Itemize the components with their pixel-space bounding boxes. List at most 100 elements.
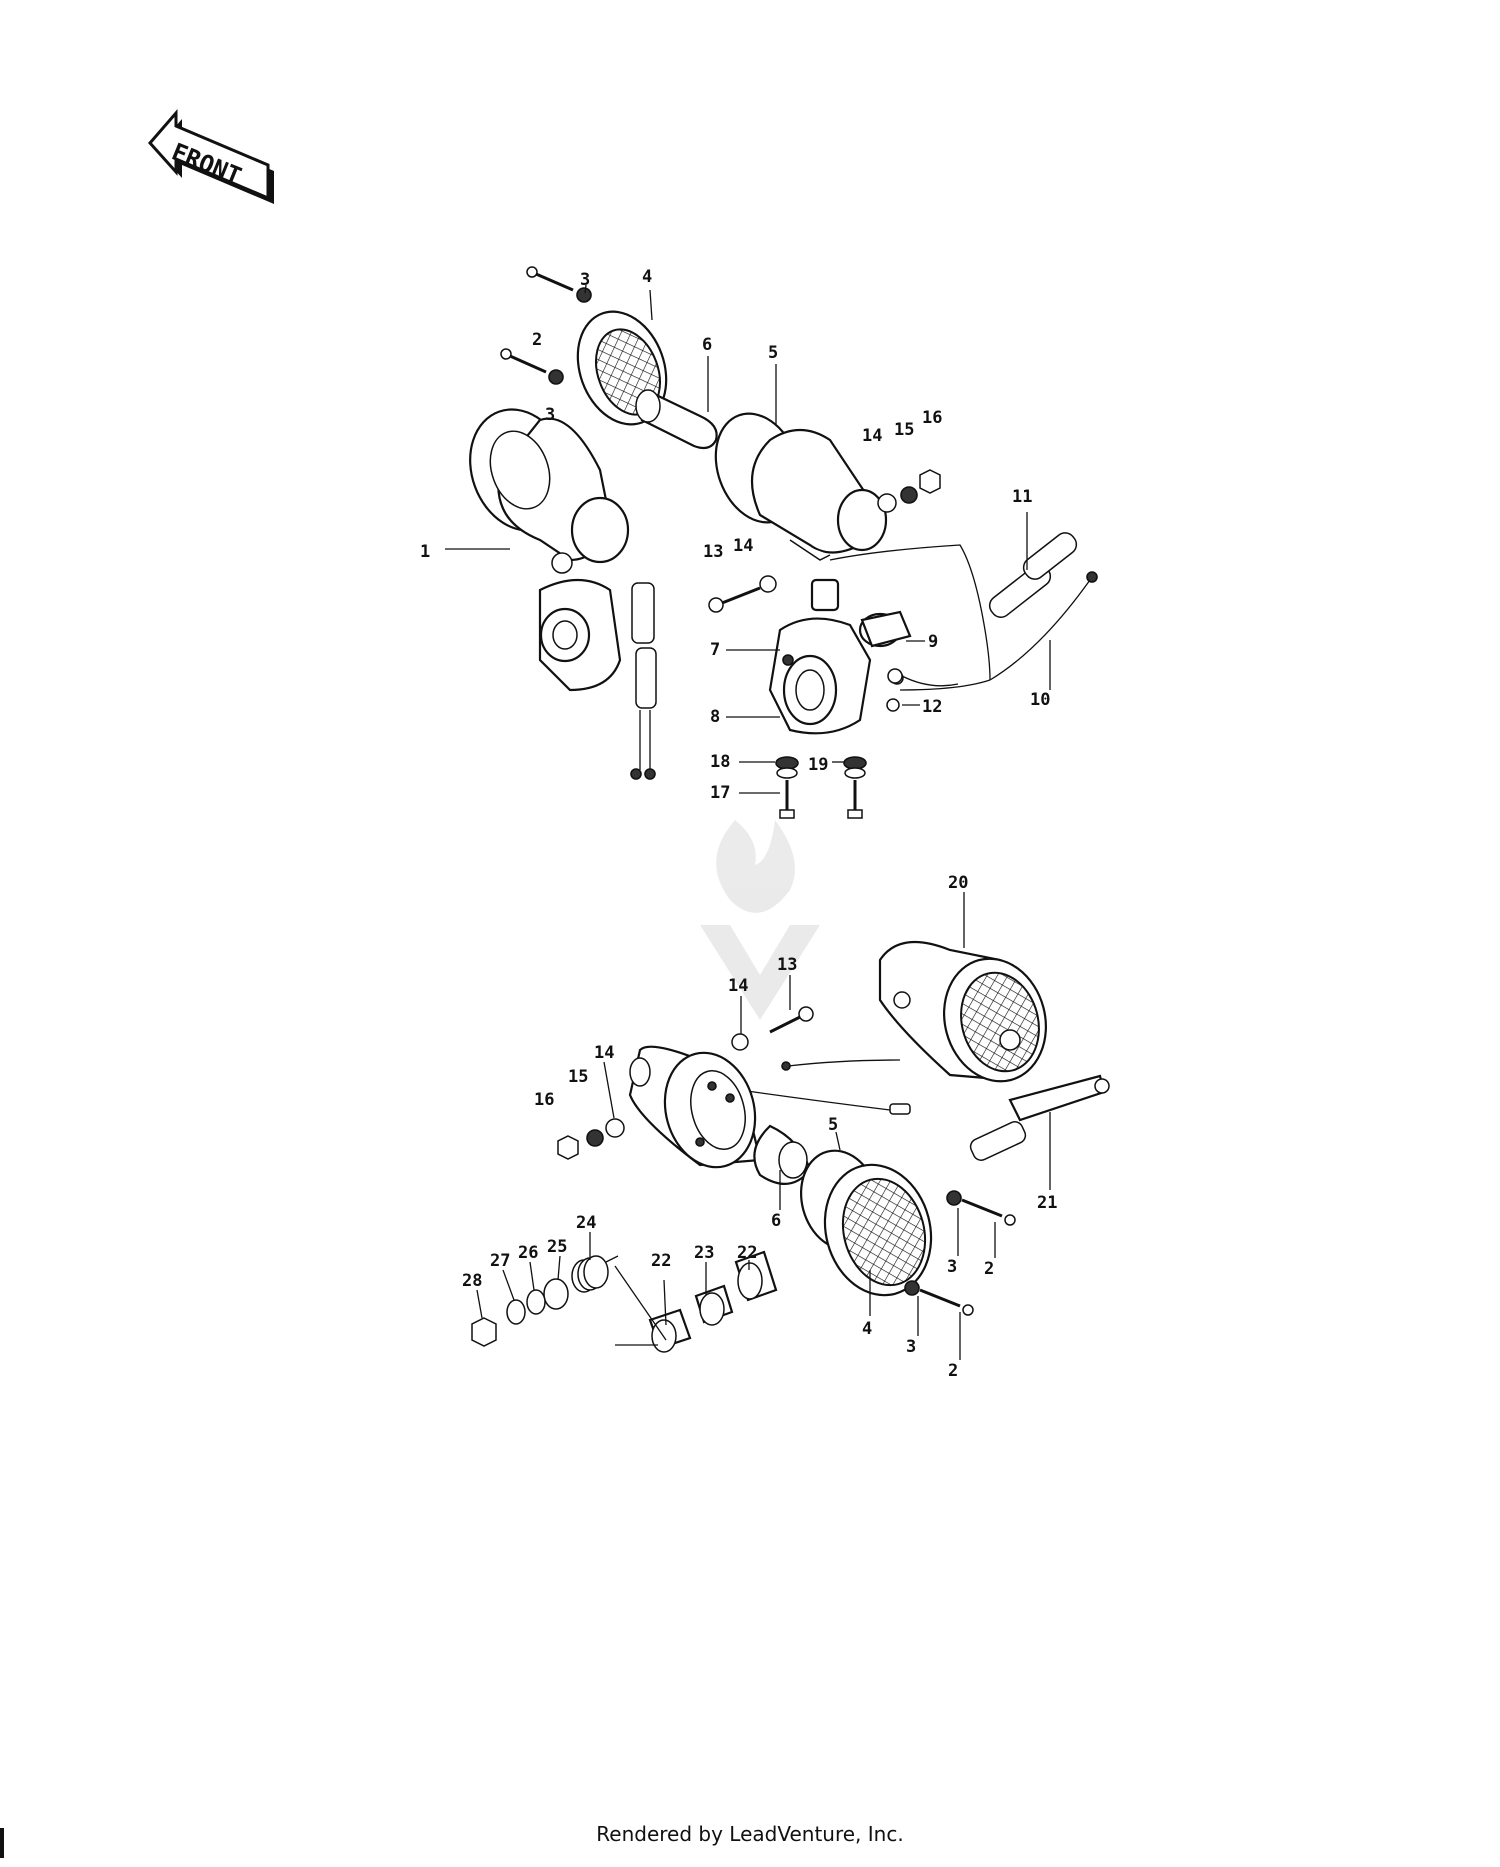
screw-icon — [847, 780, 863, 819]
bulb-icon — [753, 1124, 812, 1185]
screw-icon — [526, 266, 574, 292]
lock-washer-icon — [900, 486, 918, 504]
callout-24: 24 — [576, 1213, 596, 1233]
callout-25: 25 — [547, 1237, 567, 1257]
callout-2: 2 — [984, 1259, 994, 1279]
signal-wire — [829, 544, 991, 681]
callout-5: 5 — [828, 1115, 838, 1135]
washer-icon — [576, 287, 592, 303]
edge-mark — [0, 1828, 4, 1858]
callout-17: 17 — [710, 783, 730, 803]
mount-stud-icon — [969, 1074, 1110, 1161]
signal-wire — [739, 1089, 891, 1111]
front-arrow-icon: FRONT — [148, 108, 274, 204]
lens-icon — [576, 310, 668, 426]
bushing-icon — [694, 1284, 734, 1326]
mount-clamp-icon — [538, 552, 622, 692]
watermark-logo-icon — [700, 820, 820, 1020]
callout-11: 11 — [1012, 487, 1032, 507]
callout-10: 10 — [1030, 690, 1050, 710]
callout-8: 8 — [710, 707, 720, 727]
bushing-icon — [734, 1250, 778, 1302]
callout-14: 14 — [862, 426, 882, 446]
callout-15: 15 — [568, 1067, 588, 1087]
washer-icon — [877, 493, 897, 513]
wire-lead-icon — [989, 571, 1098, 681]
sleeve-icon — [858, 610, 912, 648]
screw-icon — [779, 780, 795, 819]
callout-21: 21 — [1037, 1193, 1057, 1213]
callout-3: 3 — [906, 1337, 916, 1357]
callout-28: 28 — [462, 1271, 482, 1291]
callout-4: 4 — [862, 1319, 872, 1339]
mount-bracket-icon — [768, 578, 872, 735]
footer-credit: Rendered by LeadVenture, Inc. — [596, 1822, 904, 1846]
callout-20: 20 — [948, 873, 968, 893]
upper-turn-signal-assembly: 3 4 2 3 6 5 14 15 16 11 1 13 14 7 9 10 8… — [420, 266, 1098, 819]
signal-housing-icon — [750, 429, 888, 561]
rear-signal-lamp-icon — [878, 940, 1047, 1083]
callout-9: 9 — [928, 632, 938, 652]
screw-icon — [769, 1006, 814, 1034]
washer-icon — [526, 1289, 546, 1315]
callout-3: 3 — [947, 1257, 957, 1277]
washer-icon — [731, 1033, 749, 1051]
washer-icon — [844, 767, 866, 779]
washer-icon — [543, 1278, 569, 1310]
lower-turn-signal-assembly: 20 13 14 14 15 16 5 21 6 24 25 26 22 23 … — [462, 873, 1110, 1381]
tube-icon — [988, 532, 1078, 618]
callout-23: 23 — [694, 1243, 714, 1263]
lens-icon — [823, 1163, 933, 1297]
callout-7: 7 — [710, 640, 720, 660]
signal-housing-icon — [628, 1045, 762, 1169]
washer-icon — [605, 1118, 625, 1138]
screw-icon — [708, 586, 761, 613]
washer-icon — [843, 756, 867, 770]
callout-18: 18 — [710, 752, 730, 772]
washer-icon — [776, 767, 798, 779]
bulb-icon — [635, 389, 718, 450]
callout-16: 16 — [922, 408, 942, 428]
wire-harness-icon — [630, 582, 657, 780]
callout-16: 16 — [534, 1090, 554, 1110]
spring-icon — [571, 1255, 619, 1293]
callout-13: 13 — [703, 542, 723, 562]
callout-3: 3 — [545, 405, 555, 425]
callout-22: 22 — [651, 1251, 671, 1271]
signal-wire — [787, 1059, 901, 1067]
washer-icon — [548, 369, 564, 385]
callout-15: 15 — [894, 420, 914, 440]
callout-6: 6 — [702, 335, 712, 355]
callout-4: 4 — [642, 267, 652, 287]
washer-icon — [506, 1299, 526, 1325]
callout-6: 6 — [771, 1211, 781, 1231]
callout-14: 14 — [594, 1043, 614, 1063]
callout-26: 26 — [518, 1243, 538, 1263]
callout-3: 3 — [580, 270, 590, 290]
screw-icon — [500, 348, 547, 374]
nut-icon — [471, 1317, 497, 1347]
callout-14: 14 — [733, 536, 753, 556]
washer-icon — [775, 756, 799, 770]
washer-icon — [904, 1280, 920, 1296]
signal-housing-icon — [469, 408, 630, 564]
callout-22: 22 — [737, 1243, 757, 1263]
bushing-icon — [648, 1308, 692, 1353]
terminal-icon — [886, 668, 959, 712]
callout-19: 19 — [808, 755, 828, 775]
callout-5: 5 — [768, 343, 778, 363]
washer-icon — [946, 1190, 962, 1206]
callout-27: 27 — [490, 1251, 510, 1271]
screw-icon — [961, 1198, 1016, 1226]
callout-14: 14 — [728, 976, 748, 996]
callout-2: 2 — [532, 330, 542, 350]
callout-1: 1 — [420, 542, 430, 562]
nut-icon — [557, 1135, 579, 1160]
callout-13: 13 — [777, 955, 797, 975]
callout-12: 12 — [922, 697, 942, 717]
washer-icon — [759, 575, 777, 593]
lock-washer-icon — [586, 1129, 604, 1147]
screw-icon — [919, 1288, 974, 1316]
callout-2: 2 — [948, 1361, 958, 1381]
